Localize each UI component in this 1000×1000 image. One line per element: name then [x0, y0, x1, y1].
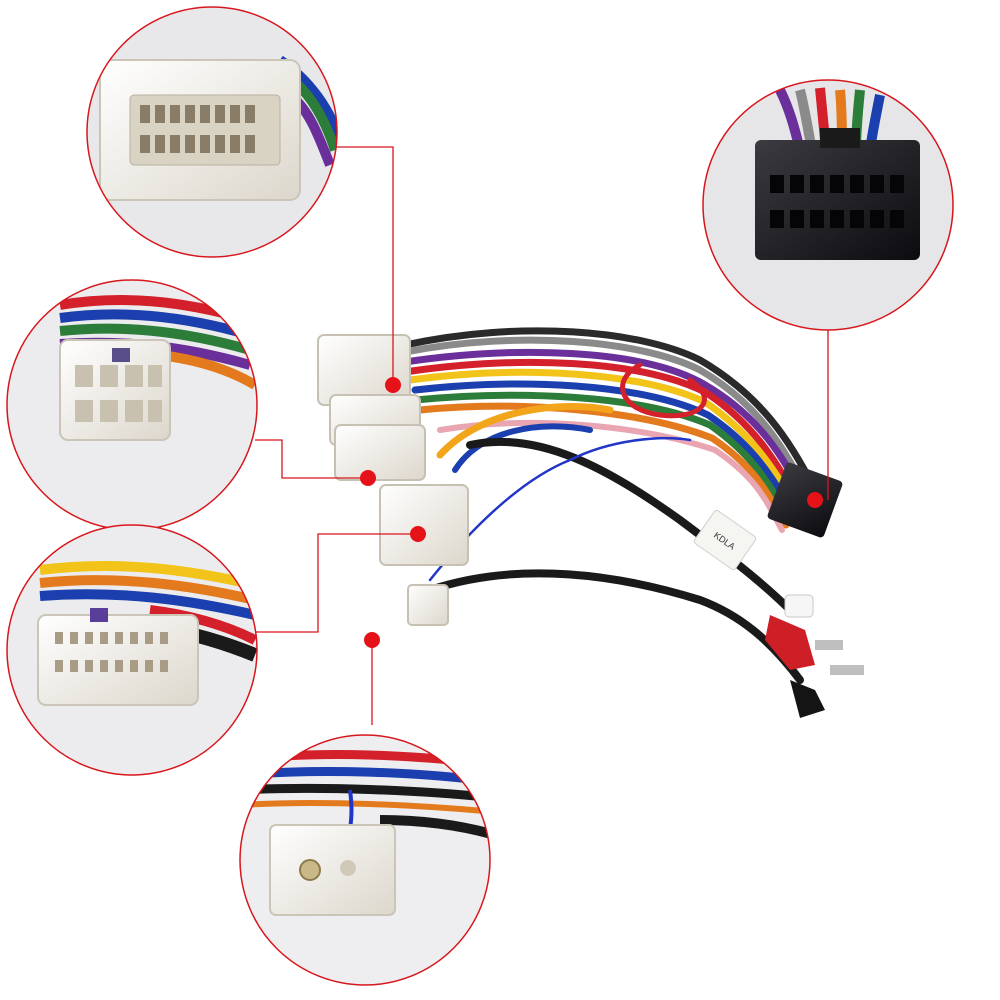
toyota-20pin-connector-detail: [86, 6, 338, 258]
toyota-16pin-connector: [379, 484, 469, 566]
toyota-10pin-connector: [334, 424, 426, 481]
callout-dots: [360, 377, 823, 648]
harness-main: KDLA: [317, 327, 864, 718]
callout-dot: [410, 526, 426, 542]
right-angle-3-5mm-plug: [790, 680, 825, 718]
stereo-16pin-black-connector: [767, 462, 843, 538]
antenna-connector: [407, 584, 449, 626]
antenna-2pin-connector-detail: [239, 734, 491, 986]
stereo-16pin-black-connector-detail: [702, 79, 954, 331]
wire-bundle: [401, 327, 819, 684]
toyota-10pin-connector-detail: [6, 279, 258, 531]
callout-dot: [807, 492, 823, 508]
rca-plug-white: [784, 594, 814, 618]
wire-label-sticker: KDLA: [693, 509, 757, 571]
callout-dot: [360, 470, 376, 486]
callout-dot: [385, 377, 401, 393]
callout-leader-lines: [255, 146, 829, 725]
rca-plug-red: [765, 615, 864, 675]
callout-dot: [364, 632, 380, 648]
toyota-16pin-connector-detail: [6, 524, 258, 776]
